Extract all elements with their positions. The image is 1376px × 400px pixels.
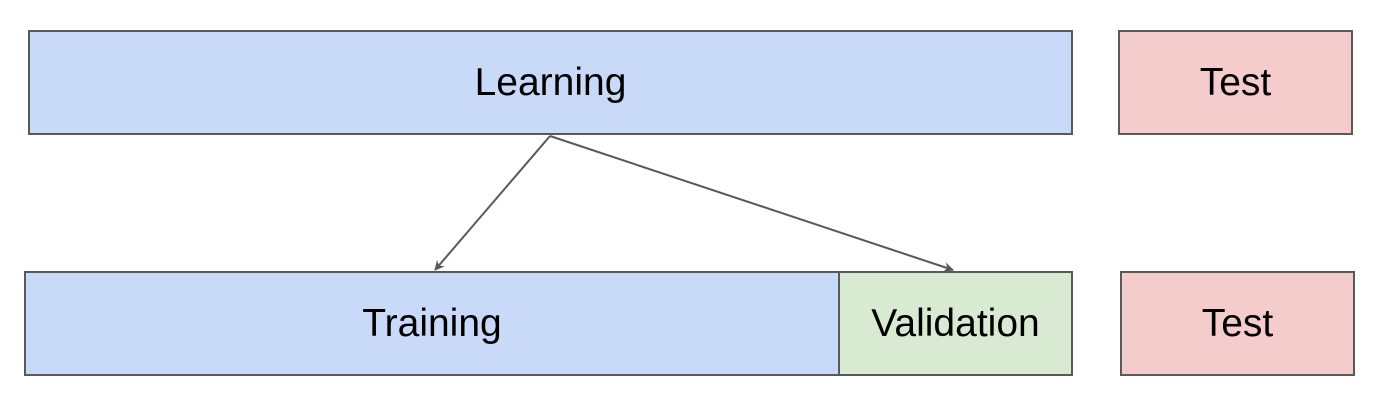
- test-set-box-bottom: Test: [1120, 271, 1355, 376]
- test-set-label-top: Test: [1199, 61, 1272, 104]
- validation-set-label: Validation: [871, 302, 1040, 345]
- validation-set-box: Validation: [838, 271, 1073, 376]
- arrow-to-training: [434, 135, 551, 271]
- training-set-box: Training: [24, 271, 840, 376]
- learning-set-box: Learning: [28, 30, 1073, 135]
- learning-set-label: Learning: [474, 61, 627, 104]
- test-set-label-bottom: Test: [1201, 302, 1274, 345]
- training-set-label: Training: [362, 302, 502, 345]
- test-set-box-top: Test: [1118, 30, 1353, 135]
- arrow-to-validation: [549, 135, 954, 272]
